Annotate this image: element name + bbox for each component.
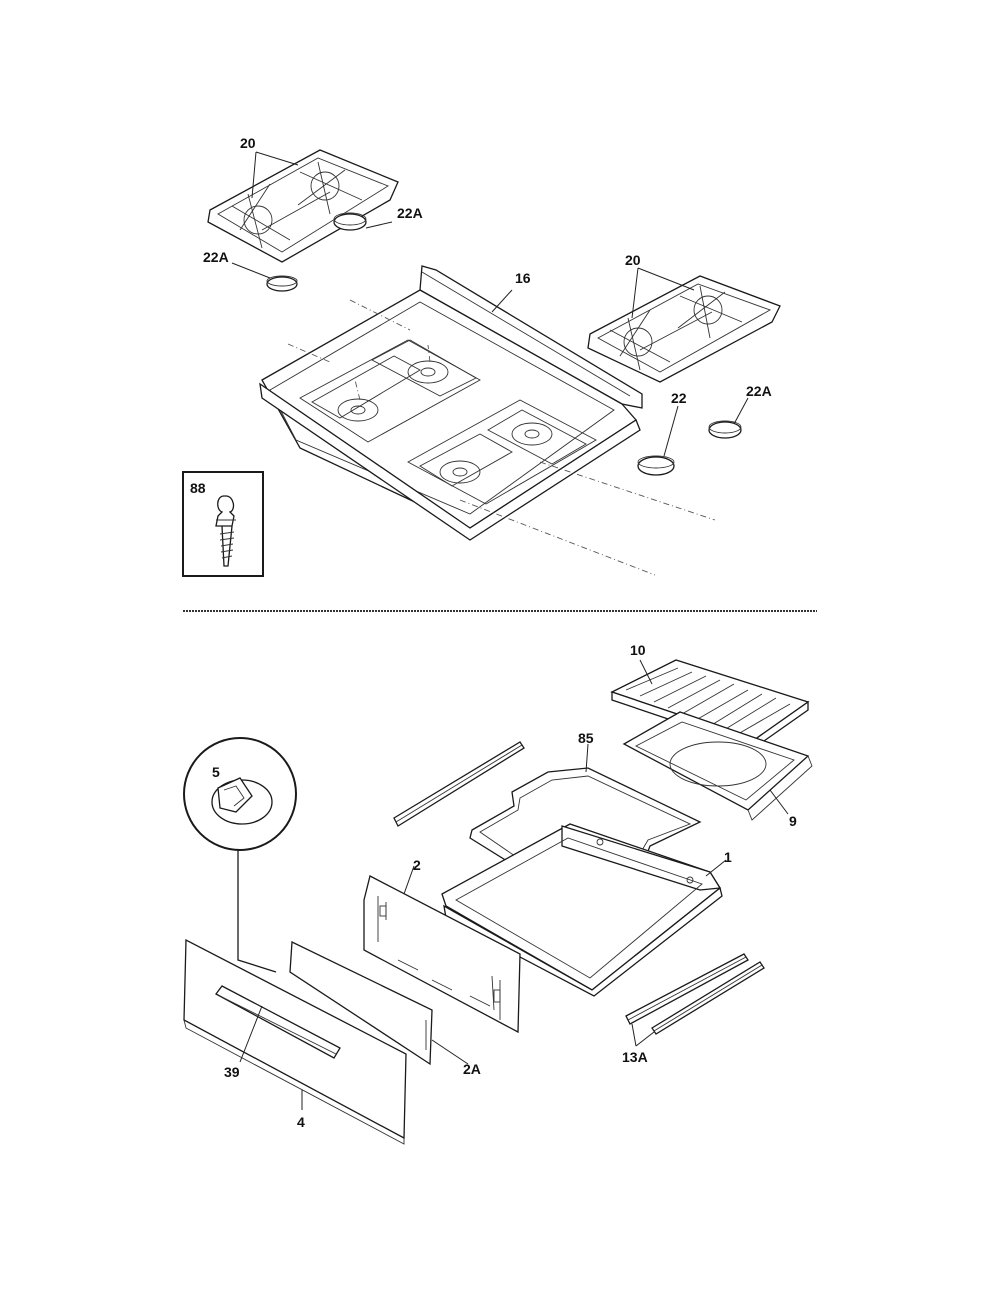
screw-inset [182,471,264,577]
callout-13a: 13A [622,1049,648,1065]
grate-left [207,149,399,263]
broiler-pan [622,711,813,821]
leaders-bottom [239,659,789,1110]
burner-cap-22a-top-right [333,212,367,231]
cooktop [259,265,643,541]
callout-5: 5 [212,764,220,780]
callout-39: 39 [224,1064,240,1080]
callout-9: 9 [789,813,797,829]
slide-rails [625,953,765,1035]
callout-2: 2 [413,857,421,873]
rail-top [393,741,525,827]
callout-22a-top-left: 22A [203,249,229,265]
drawer-front [183,938,407,1145]
callout-20-left: 20 [240,135,256,151]
callout-22a-top-right: 22A [397,205,423,221]
callout-22: 22 [671,390,687,406]
alignment-lines [287,299,716,576]
callout-2a: 2A [463,1061,481,1077]
burner-cap-22a-right [708,420,742,439]
callout-88: 88 [190,480,206,496]
callout-22a-right: 22A [746,383,772,399]
drawer-liner [289,940,433,1066]
leaders-top [231,151,749,457]
callout-20-right: 20 [625,252,641,268]
drawer-box [441,823,723,997]
callout-85: 85 [578,730,594,746]
knob-detail [183,737,297,973]
drawer-back-panel [363,875,521,1034]
grate-right [587,275,781,383]
callout-16: 16 [515,270,531,286]
callout-1: 1 [724,849,732,865]
burner-cap-22 [637,455,675,476]
callout-4: 4 [297,1114,305,1130]
callout-10: 10 [630,642,646,658]
burner-cap-22a-top-left [266,275,298,292]
drawer-handle [215,985,341,1059]
